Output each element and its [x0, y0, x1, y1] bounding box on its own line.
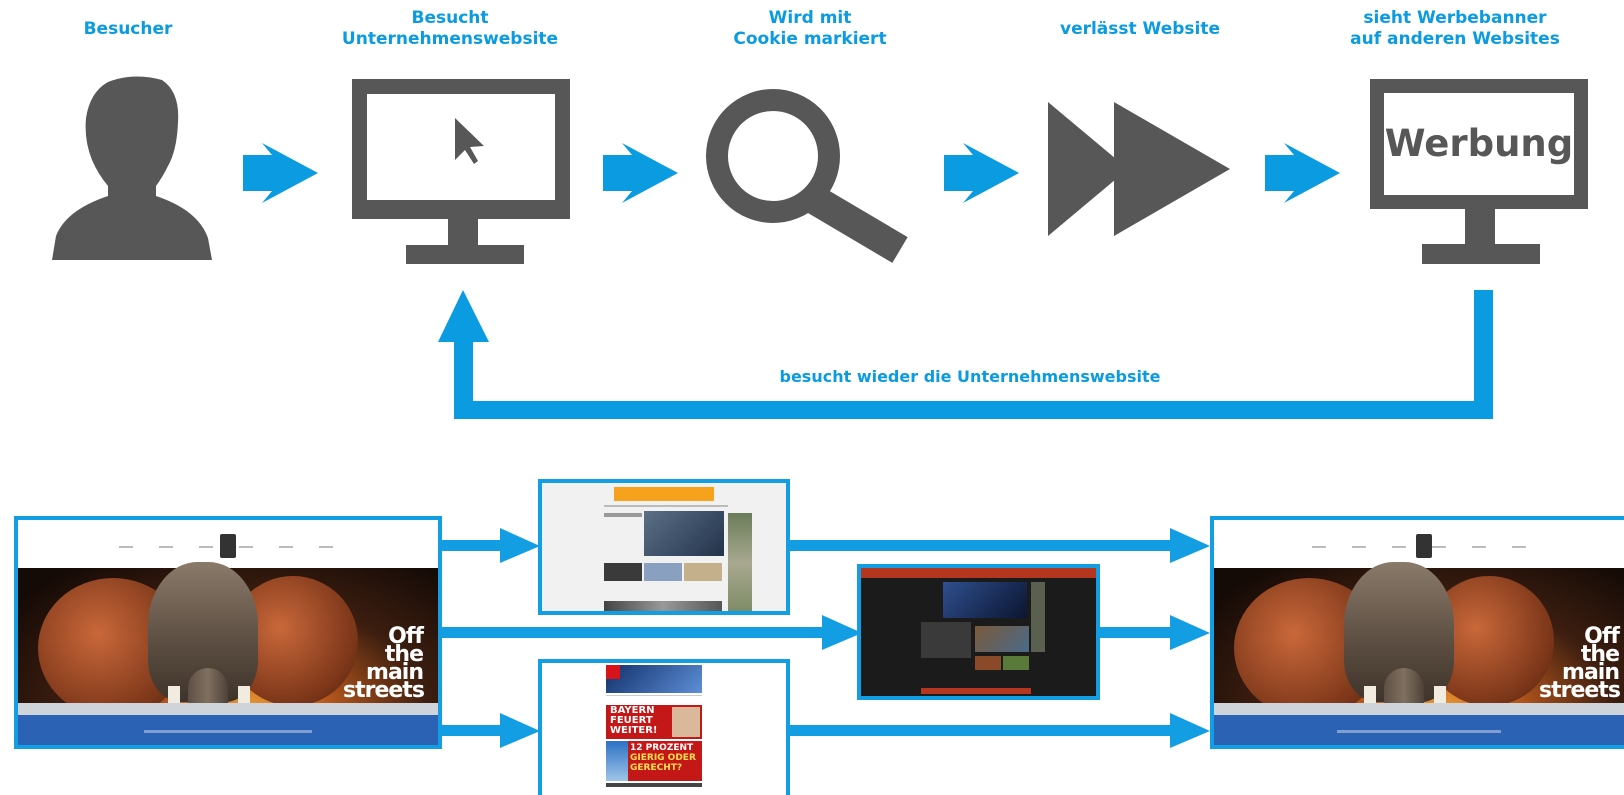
return-label: besucht wieder die Unternehmenswebsite — [779, 367, 1161, 386]
magnifier-icon — [706, 89, 908, 263]
news-site-screenshot — [538, 479, 790, 615]
dark-news-site-screenshot — [857, 564, 1100, 700]
flow-arrow-4 — [1265, 143, 1340, 203]
banner-headline-2: 12 PROZENT GIERIG ODER GERECHT? — [630, 743, 696, 773]
ad-monitor-text: Werbung — [1385, 122, 1574, 165]
monitor-cursor-icon — [352, 79, 570, 264]
website-logo-small — [220, 534, 236, 558]
flow-arrow-3 — [944, 143, 1019, 203]
flow-arrow-2 — [603, 143, 678, 203]
return-loop-arrow — [438, 290, 1493, 419]
step-label-leaves: verlässt Website — [1059, 19, 1221, 39]
fast-forward-icon — [1048, 102, 1230, 236]
step-label-visitor: Besucher — [83, 19, 173, 39]
flow-arrow-1 — [243, 143, 318, 203]
bottom-connectors — [442, 528, 1210, 748]
person-icon — [52, 76, 212, 260]
website-logo-small — [1416, 534, 1432, 558]
website-nav — [18, 520, 438, 568]
quote-band — [18, 715, 438, 745]
monitor-ad-icon: Werbung — [1370, 79, 1588, 264]
